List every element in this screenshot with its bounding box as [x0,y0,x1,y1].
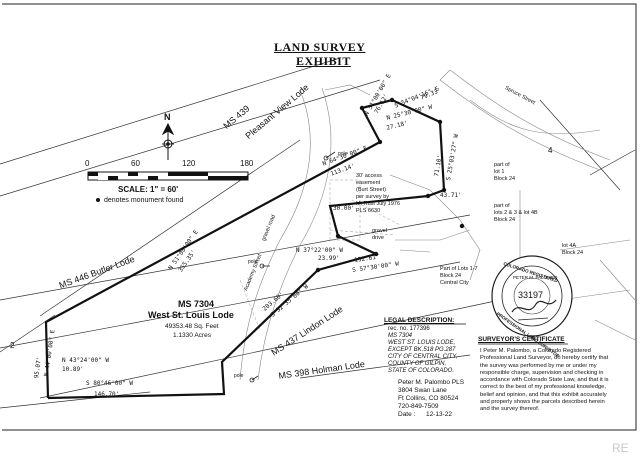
parcel-area-sqft: 49353.48 Sq. Feet [165,323,219,330]
easement-line-2: easement [356,180,381,186]
lode-ms7304: MS 7304 [178,299,215,309]
scale-text: SCALE: 1" = 60' [118,185,179,194]
legal-description: rec. no. 177396 MS 7304 WEST ST. LOUIS L… [388,326,457,375]
part-lots23-line-2: lots 2 & 3 & lot 4B [494,210,538,216]
part-lots17-line-1: Part of Lots 1-7 [440,266,478,272]
part-lot1-note: part of lot 1 Block 24 [494,162,515,183]
pole-label-2: pole [248,259,258,265]
lode-ms7304-name: West St. Louis Lode [148,310,234,320]
distance-b6: 43.71' [440,192,462,199]
date-label: Date : [398,411,416,418]
certificate-text: I Peter M. Palombo, a Colorado Registere… [480,348,609,414]
surveyor-name: Peter M. Palombo PLS [398,379,465,386]
surveyor-city: Ft Collins, CO 80524 [398,395,459,402]
scale-bar [87,171,249,181]
sheet-border [2,3,637,431]
pole-symbols [249,151,336,383]
distance-b9: 23.99' [318,255,340,262]
pole-label-1: pole [338,151,348,157]
monument-legend-text: denotes monument found [104,197,184,204]
scale-tick-60: 60 [131,159,140,168]
part-lot1-line-3: Block 24 [494,176,516,182]
drawing-title: LAND SURVEY [274,40,366,54]
surveyor-phone: 720-849-7509 [398,403,439,410]
easement-line-5: M. Rust July 1976 [356,201,401,207]
surveyor-street: 3804 Swan Lane [398,387,447,394]
lot-number-2: 2 [10,341,15,350]
gravel-drive-note: gravel drive [372,228,387,242]
seal-number: 33197 [518,290,544,300]
scale-tick-120: 120 [182,159,196,168]
lot-number-4: 4 [548,146,553,155]
part-lots17-line-3: Central City [440,280,469,286]
drawing-subtitle: EXHIBIT [296,54,351,68]
easement-line-1: 30' access [356,173,382,179]
distance-b13: 10.89' [62,366,84,373]
bearing-b14: S 80°46'00" W [86,380,133,387]
certificate-line-1: I Peter M. Palombo, a Colorado Registere… [480,348,591,354]
part-lot1-line-2: lot 1 [494,169,505,175]
north-letter: N [164,112,171,122]
certificate-line-9: and the survey thereof. [480,406,540,413]
parcel-boundary [44,98,446,400]
scale-tick-0: 0 [85,159,90,168]
certificate-line-6: correct to the best of my professional k… [480,384,606,391]
monument-dot-icon [96,198,100,203]
part-lots17-line-2: Block 24 [440,273,462,279]
part-lot1-line-1: part of [494,162,510,168]
certificate-line-8: and properly shows the parcels described… [480,399,605,406]
certificate-line-3: the survey was performed by me or under … [480,362,597,369]
certificate-heading: SURVEYOR'S CERTIFICATE [478,336,565,343]
legal-line-3: WEST ST. LOUIS LODE, [388,340,456,346]
legal-line-7: STATE OF COLORADO. [388,368,455,374]
monuments [315,97,465,273]
north-arrow-icon [161,122,175,160]
lot4a-line-1: lot 4A [562,243,577,249]
legal-line-4: EXCEPT BK.518 PG.287 [388,347,456,353]
legal-line-2: MS 7304 [388,333,413,339]
part-lots23-line-3: Block 24 [494,217,516,223]
lode-boundaries [0,57,636,409]
date-value: 12-13-22 [426,411,453,418]
certificate-line-5: accordance with Colorado State Law, and … [480,377,609,384]
bearing-b13: N 43°24'00" W [62,357,109,364]
scale-tick-180: 180 [240,159,254,168]
distance-b14: 146.70' [94,391,120,398]
easement-lines [239,179,401,331]
road-lines [239,69,636,381]
lot4a-line-2: Block 24 [562,250,584,256]
surveyor-contact: Peter M. Palombo PLS 3804 Swan Lane Ft C… [398,379,464,411]
legal-line-6: COUNTY OF GILPIN, [388,361,447,367]
part-lots23-note: part of lots 2 & 3 & lot 4B Block 24 [494,203,538,224]
certificate-line-2: Professional Land Surveyor, do hereby ce… [480,355,609,362]
part-lots23-line-1: part of [494,203,510,209]
legal-line-5: CITY OF CENTRAL CITY, [388,354,458,360]
watermark: RE [612,441,629,455]
part-lots17-note: Part of Lots 1-7 Block 24 Central City [440,266,478,287]
easement-line-6: PLS 6630 [356,208,381,214]
surveyor-seal [491,255,573,337]
pole-label-3: pole [234,373,244,379]
gravel-line-2: drive [372,235,384,241]
easement-line-4: per survey by [356,194,390,200]
certificate-line-4: responsible charge, supervision and chec… [480,369,604,376]
distance-b7: 30.00' [333,205,355,212]
easement-line-3: (Burt Street) [356,187,386,193]
bearing-b9: N 37°22'00" W [296,247,343,254]
monument-legend: denotes monument found [96,197,183,204]
certificate-line-7: belief and opinion, and that this exhibi… [480,391,607,398]
easement-note: 30' access easement (Burt Street) per su… [356,173,400,215]
lot4a-note: lot 4A Block 24 [562,243,583,257]
parcel-area-acres: 1.1330 Acres [173,332,211,339]
seal-ring-mid: PETER M. PALOMBO [513,275,558,280]
legal-line-1: rec. no. 177396 [388,326,430,332]
gravel-line-1: gravel [372,228,387,234]
legal-heading: LEGAL DESCRIPTION: [384,317,455,324]
